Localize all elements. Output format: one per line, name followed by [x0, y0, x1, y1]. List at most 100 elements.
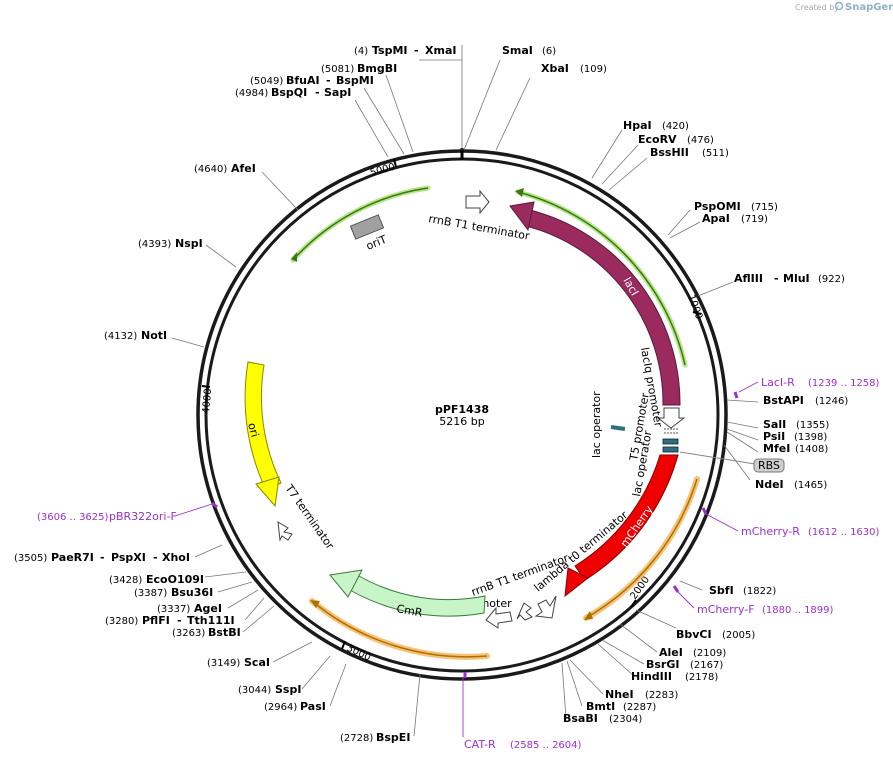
- site-pspomi[interactable]: PspOMI: [694, 200, 741, 213]
- site-bbvci[interactable]: BbvCI: [676, 628, 712, 641]
- site-mlui[interactable]: MluI: [783, 272, 810, 285]
- site-paer7i[interactable]: PaeR7I: [51, 551, 94, 564]
- site-bmgbi-pos: (5081): [321, 64, 354, 75]
- site-bstapi[interactable]: BstAPI: [763, 394, 804, 407]
- site-apai[interactable]: ApaI: [702, 212, 730, 225]
- site-noti[interactable]: NotI: [141, 329, 167, 342]
- lac-operator-left-label: lac operator: [590, 391, 603, 458]
- site-tspmi[interactable]: TspMI: [372, 44, 408, 57]
- site-afliii[interactable]: AflIII: [734, 272, 763, 285]
- laci-gene[interactable]: [525, 209, 681, 406]
- tick-label-5000: 5000: [369, 162, 396, 179]
- site-hindiii[interactable]: HindIII: [631, 670, 672, 683]
- site-bspei-pos: (2728): [340, 733, 373, 744]
- site-xmai[interactable]: XmaI: [425, 44, 456, 57]
- site-pspxi[interactable]: PspXI: [111, 551, 146, 564]
- rbs-badge[interactable]: [753, 458, 785, 473]
- site-labels: (4) TspMI - XmaI SmaI (6) XbaI (109) (50…: [14, 44, 848, 744]
- site-leaders: [171, 45, 759, 737]
- site-bsshii[interactable]: BssHII: [650, 146, 689, 159]
- orange-arc-mcherry-head: [584, 611, 593, 620]
- rrnb-top-label: rrnB T1 terminator: [427, 212, 531, 243]
- site-paer7i-pos: (3505): [14, 553, 47, 564]
- orit-box[interactable]: [349, 214, 385, 240]
- cat-promoter-arrow: [485, 606, 513, 629]
- primer-markers: [174, 381, 759, 737]
- tick-label-4000: 4000: [201, 388, 214, 414]
- site-bsu36i[interactable]: Bsu36I: [171, 586, 213, 599]
- site-afei[interactable]: AfeI: [231, 162, 256, 175]
- green-arc-laci-head: [515, 188, 524, 197]
- site-noti-pos: (4132): [104, 331, 137, 342]
- site-tth111i[interactable]: Tth111I: [187, 614, 235, 627]
- site-scai-pos: (3149): [207, 658, 240, 669]
- site-sali[interactable]: SalI: [763, 418, 786, 431]
- site-xhoi[interactable]: XhoI: [162, 551, 190, 564]
- site-bstbi[interactable]: BstBI: [208, 626, 241, 639]
- orange-arc-mcherry-line: [585, 478, 698, 619]
- site-ecorv[interactable]: EcoRV: [638, 133, 677, 146]
- site-bmti[interactable]: BmtI: [586, 700, 615, 713]
- laciq-promoter-arrow: [656, 407, 686, 429]
- primer-cat-r-range: (2585 .. 2604): [510, 740, 582, 751]
- site-pspomi-pos: (715): [751, 202, 778, 213]
- site-xbai[interactable]: XbaI: [541, 62, 569, 75]
- primer-laci-r[interactable]: LacI-R: [761, 376, 795, 389]
- primer-mcherry-r-mark: [701, 507, 708, 515]
- primer-cat-r[interactable]: CAT-R: [464, 738, 496, 751]
- site-nhei[interactable]: NheI: [605, 688, 634, 701]
- primer-mcherry-f[interactable]: mCherry-F: [697, 603, 755, 616]
- site-ecoo109i-pos: (3428): [109, 575, 142, 586]
- green-arc-laci-line: [517, 191, 686, 366]
- site-bspei[interactable]: BspEI: [376, 731, 410, 744]
- site-psii-pos: (1398): [794, 432, 827, 443]
- site-bfuai[interactable]: BfuAI: [286, 74, 320, 87]
- site-sbfi[interactable]: SbfI: [709, 584, 734, 597]
- site-agei[interactable]: AgeI: [194, 602, 222, 615]
- site-apai-pos: (719): [741, 214, 768, 225]
- site-sspi[interactable]: SspI: [275, 683, 301, 696]
- site-sapi[interactable]: SapI: [324, 86, 351, 99]
- site-afei-pos: (4640): [194, 164, 227, 175]
- site-tspmi-pos: (4): [354, 46, 368, 57]
- lac-operator-right-box: [662, 438, 679, 445]
- primer-mcherry-f-range: (1880 .. 1899): [762, 605, 834, 616]
- plasmid-length: 5216 bp: [439, 415, 484, 428]
- site-hpai-pos: (420): [662, 121, 689, 132]
- site-mlui-pos: (922): [818, 274, 845, 285]
- site-ndei-pos: (1465): [794, 480, 827, 491]
- primer-pbr322ori-f[interactable]: pBR322ori-F: [109, 510, 177, 523]
- site-alei[interactable]: AleI: [659, 646, 683, 659]
- green-arc-orit-head: [291, 252, 297, 262]
- site-bmgbi[interactable]: BmgBI: [357, 62, 397, 75]
- site-pflfi[interactable]: PflFI: [142, 614, 170, 627]
- svg-text:-: -: [153, 551, 158, 564]
- tick-1000: [692, 311, 702, 315]
- orange-primer-arcs: [309, 476, 700, 660]
- tick-5000: [393, 158, 397, 168]
- site-ecorv-pos: (476): [687, 135, 714, 146]
- site-nspi[interactable]: NspI: [175, 237, 203, 250]
- site-bsrgi[interactable]: BsrGI: [646, 658, 679, 671]
- site-smai[interactable]: SmaI: [502, 44, 533, 57]
- primer-mcherry-r[interactable]: mCherry-R: [741, 525, 800, 538]
- mcherry-gene[interactable]: [574, 454, 679, 581]
- ori-region[interactable]: [244, 361, 282, 491]
- site-psii[interactable]: PsiI: [763, 430, 785, 443]
- site-bspqi[interactable]: BspQI: [271, 86, 307, 99]
- site-nhei-pos: (2283): [645, 690, 678, 701]
- site-bspmi[interactable]: BspMI: [336, 74, 374, 87]
- primer-laci-r-mark: [733, 391, 739, 399]
- site-pasi[interactable]: PasI: [300, 700, 326, 713]
- site-scai[interactable]: ScaI: [244, 656, 270, 669]
- t7-terminator-label: T7 terminator: [282, 481, 337, 552]
- site-mfei[interactable]: MfeI: [763, 442, 790, 455]
- site-xbai-pos: (109): [580, 64, 607, 75]
- site-hpai[interactable]: HpaI: [623, 119, 652, 132]
- svg-text:-: -: [100, 551, 105, 564]
- site-ecoo109i[interactable]: EcoO109I: [146, 573, 204, 586]
- site-bsabi[interactable]: BsaBI: [563, 712, 598, 725]
- site-ndei[interactable]: NdeI: [755, 478, 784, 491]
- laci-arrowhead: [509, 201, 535, 232]
- site-pasi-pos: (2964): [264, 702, 297, 713]
